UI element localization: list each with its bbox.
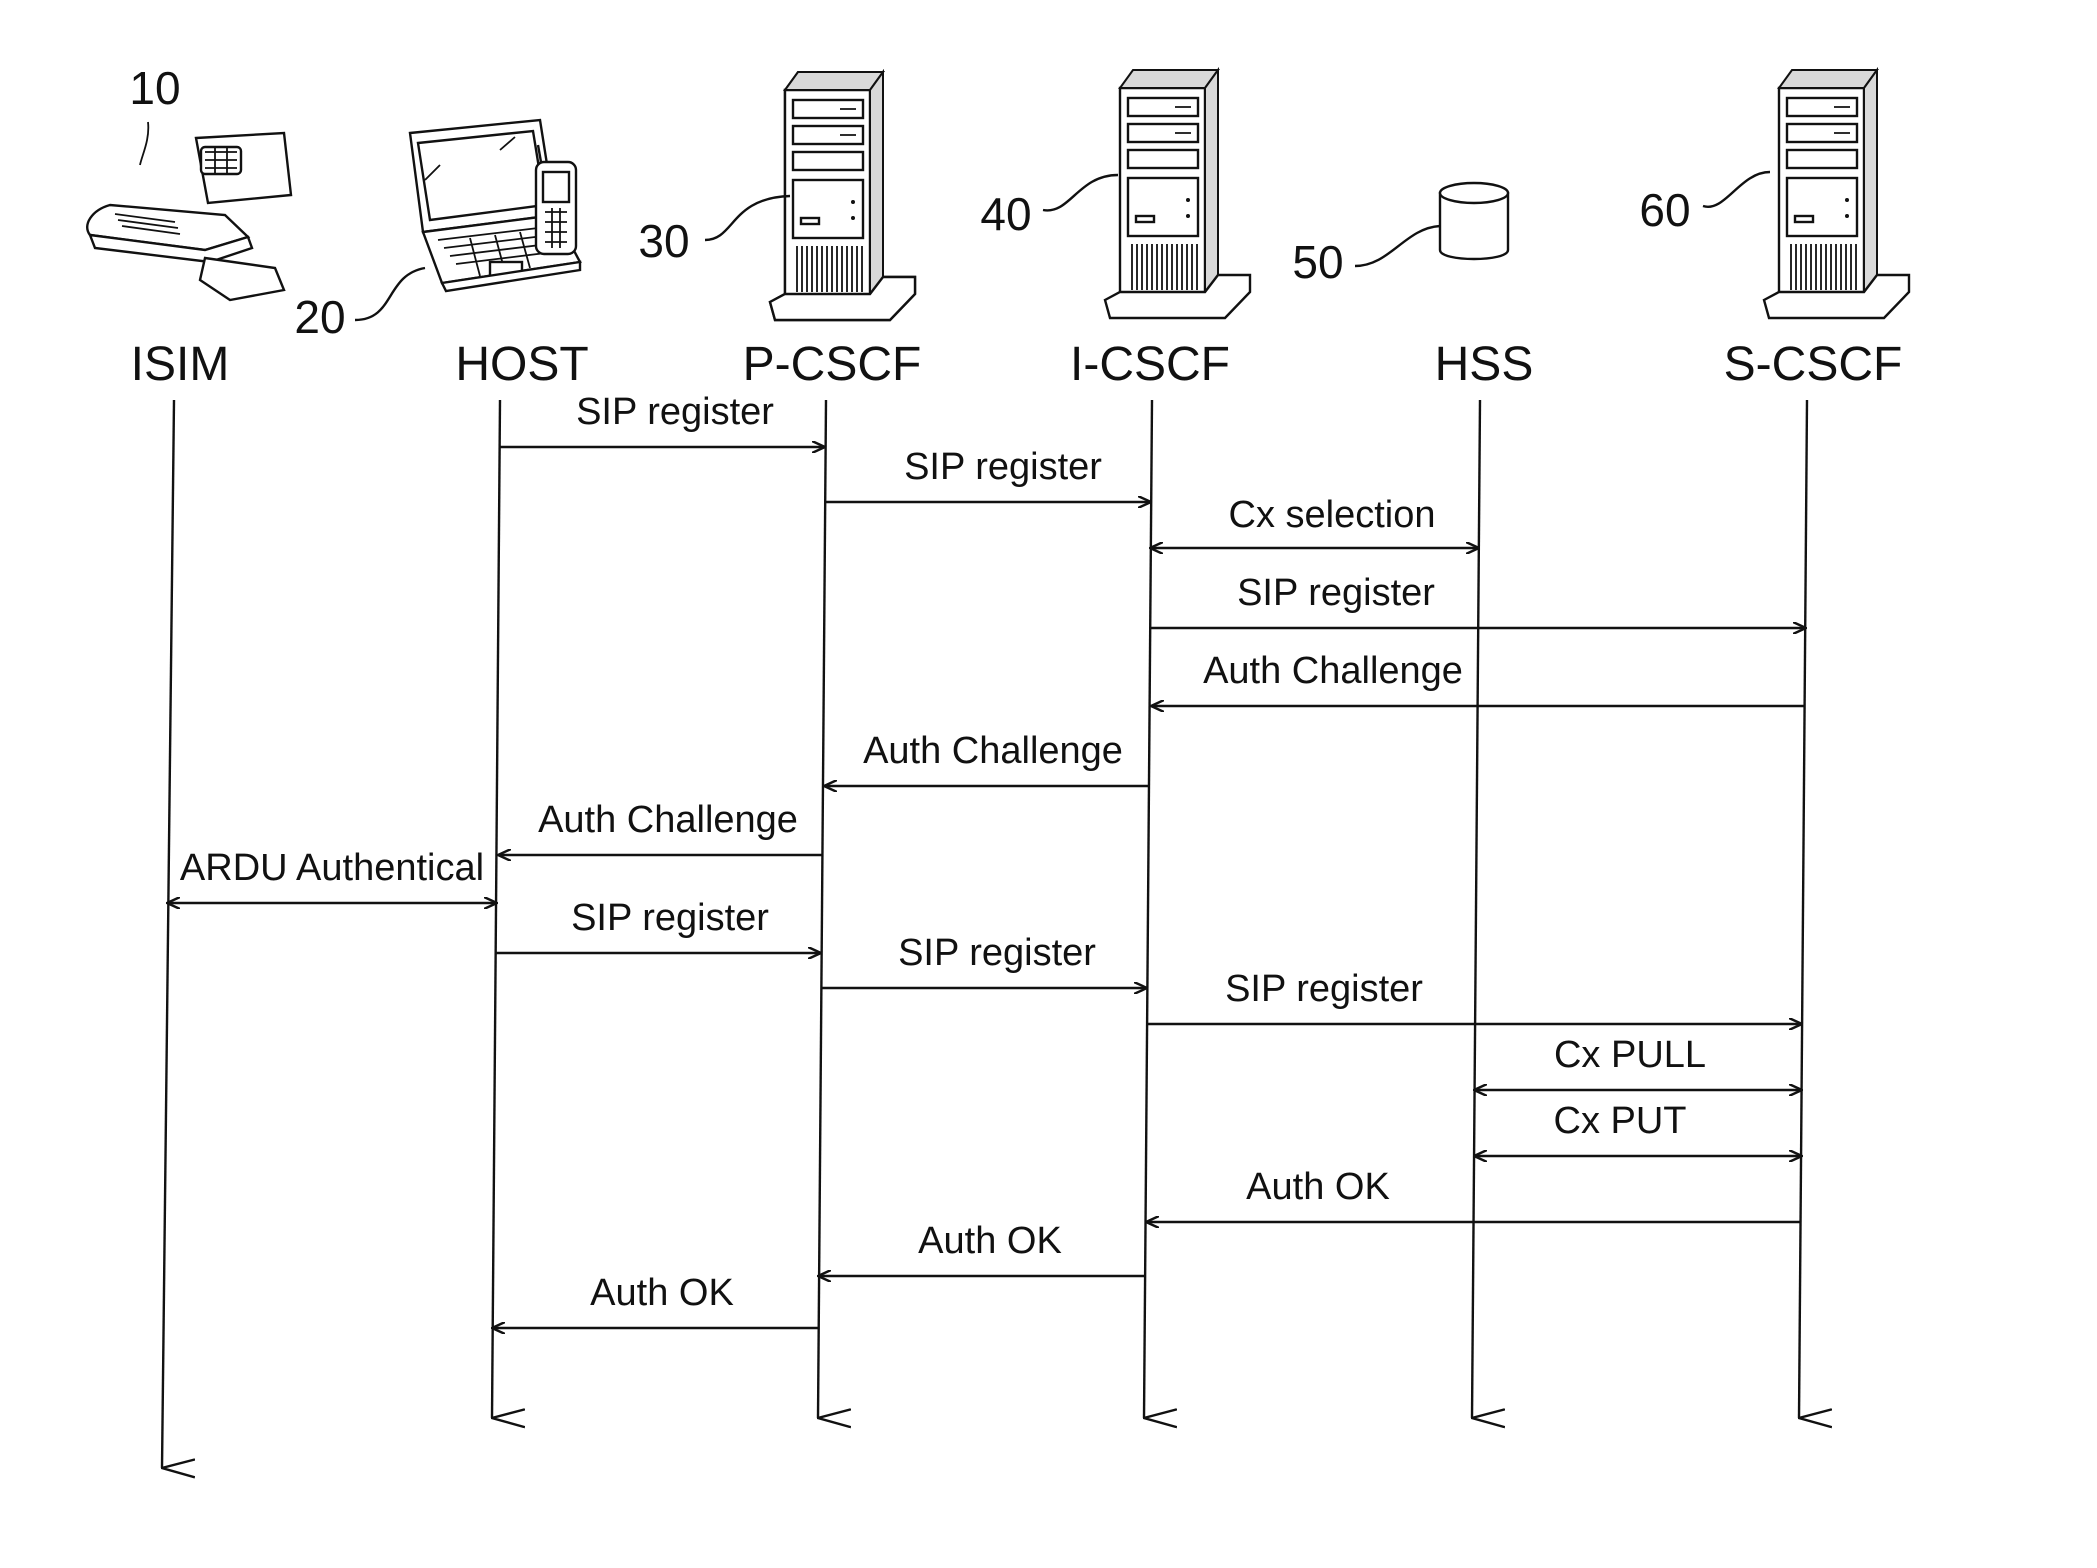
leader-line-host <box>355 268 425 320</box>
scscf-server-icon <box>1764 70 1909 318</box>
message-label-8: ARDU Authentical <box>180 847 484 889</box>
icscf-server-icon <box>1105 70 1250 318</box>
leader-line-hss <box>1355 226 1440 266</box>
message-label-9: SIP register <box>571 897 769 939</box>
entity-label-icscf: I-CSCF <box>1070 338 1230 391</box>
message-label-6: Auth Challenge <box>863 730 1123 772</box>
message-label-13: Cx PUT <box>1554 1100 1687 1142</box>
message-label-3: Cx selection <box>1229 494 1436 536</box>
lifeline-isim <box>162 400 174 1468</box>
lifeline-icscf <box>1144 400 1152 1418</box>
pcscf-server-icon <box>770 72 915 320</box>
ref-number-pcscf: 30 <box>638 215 689 267</box>
message-label-11: SIP register <box>1225 968 1423 1010</box>
lifeline-host <box>492 400 500 1418</box>
message-label-15: Auth OK <box>918 1220 1062 1262</box>
ref-number-icscf: 40 <box>980 188 1031 240</box>
ref-number-scscf: 60 <box>1639 184 1690 236</box>
message-label-1: SIP register <box>576 391 774 433</box>
leader-line-pcscf <box>705 196 790 240</box>
message-label-14: Auth OK <box>1246 1166 1390 1208</box>
message-label-4: SIP register <box>1237 572 1435 614</box>
ref-number-isim: 10 <box>129 62 180 114</box>
entity-label-scscf: S-CSCF <box>1724 338 1903 391</box>
lifeline-pcscf <box>818 400 826 1418</box>
message-label-16: Auth OK <box>590 1272 734 1314</box>
entity-label-isim: ISIM <box>131 338 230 391</box>
lifeline-hss <box>1472 400 1480 1418</box>
ref-number-hss: 50 <box>1292 236 1343 288</box>
mobile-phone-icon <box>536 145 576 254</box>
sim-card-icon <box>196 133 291 203</box>
entity-label-hss: HSS <box>1435 338 1534 391</box>
leader-line-icscf <box>1043 175 1118 210</box>
database-icon <box>1440 183 1508 259</box>
ref-number-host: 20 <box>294 291 345 343</box>
message-label-7: Auth Challenge <box>538 799 798 841</box>
leader-line-scscf <box>1703 172 1770 207</box>
entity-label-pcscf: P-CSCF <box>743 338 922 391</box>
message-label-5: Auth Challenge <box>1203 650 1463 692</box>
message-label-12: Cx PULL <box>1554 1034 1706 1076</box>
entity-label-host: HOST <box>455 338 588 391</box>
lifeline-scscf <box>1799 400 1807 1418</box>
message-label-2: SIP register <box>904 446 1102 488</box>
message-label-10: SIP register <box>898 932 1096 974</box>
